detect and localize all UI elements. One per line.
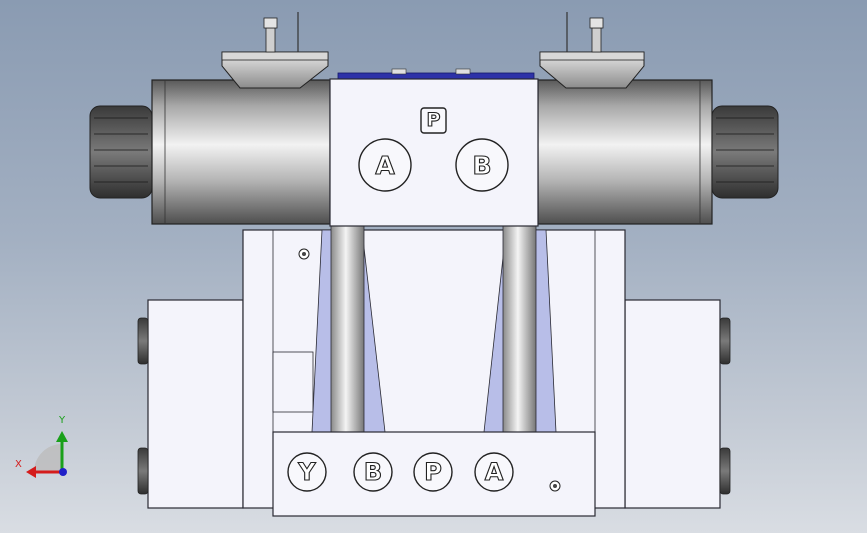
pilot-port-p-label: P <box>426 109 441 131</box>
triad-y-label: Y <box>59 415 66 426</box>
view-triad[interactable] <box>26 431 68 478</box>
left-upper-plug <box>137 317 149 365</box>
base-port-p-ring[interactable] <box>413 452 453 492</box>
right-lower-plug <box>719 447 731 495</box>
left-lower-plug <box>137 447 149 495</box>
pilot-port-a-ring[interactable] <box>358 138 412 192</box>
left-end-cap[interactable] <box>147 299 244 509</box>
base-port-y-label: Y <box>298 458 316 486</box>
triad-z-axis <box>59 468 67 476</box>
left-knob[interactable] <box>89 105 153 199</box>
pilot-port-p-frame[interactable] <box>420 107 447 134</box>
right-knob[interactable] <box>711 105 779 199</box>
pilot-port-b-label: B <box>472 150 492 180</box>
left-coil[interactable] <box>151 79 331 225</box>
triad-x-label: X <box>15 459 22 470</box>
right-connector-pin <box>591 27 602 53</box>
base-port-b-label: B <box>363 458 383 486</box>
left-connector-pin <box>265 27 276 53</box>
pilot-port-a-label: A <box>375 150 395 180</box>
left-solenoid[interactable] <box>89 79 331 225</box>
left-connector[interactable] <box>221 12 329 89</box>
pilot-port-b-ring[interactable] <box>455 138 509 192</box>
base-port-p-label: P <box>424 458 443 486</box>
right-solenoid[interactable] <box>537 79 779 225</box>
right-end-cap[interactable] <box>624 299 721 509</box>
internal-bores <box>311 224 557 433</box>
pilot-valve-block[interactable] <box>329 68 539 227</box>
right-upper-plug <box>719 317 731 365</box>
right-coil[interactable] <box>537 79 713 225</box>
pilot-block-face[interactable] <box>329 78 539 227</box>
right-connector[interactable] <box>539 12 645 89</box>
base-port-a-ring[interactable] <box>474 452 514 492</box>
base-port-y-ring[interactable] <box>287 452 327 492</box>
base-port-a-label: A <box>484 458 504 486</box>
base-port-b-ring[interactable] <box>353 452 393 492</box>
